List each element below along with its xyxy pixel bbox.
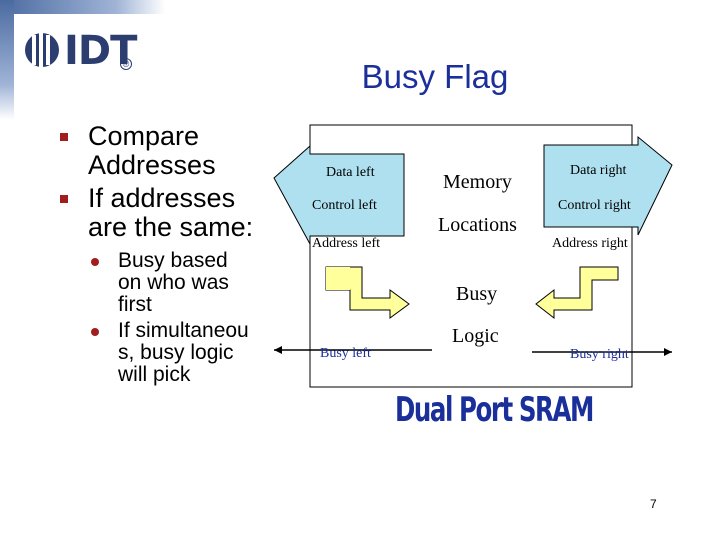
bullet-list: Compare Addresses If addresses are the s… <box>58 122 258 390</box>
address-left-label: Address left <box>312 236 380 251</box>
busy-right-arrowhead <box>664 348 672 356</box>
left-busy-connector <box>326 267 350 290</box>
sub-bullet-item: Busy based on who was first <box>58 250 253 316</box>
busy-left-arrowhead <box>274 346 282 354</box>
dual-port-diagram: Data left Control left Address left Busy… <box>273 124 673 388</box>
round-bullet-icon <box>91 258 99 266</box>
bullet-item: Compare Addresses <box>58 122 258 180</box>
data-right-label: Data right <box>570 163 626 178</box>
sub-bullet-text: If simultaneou s, busy logic will pick <box>118 319 249 386</box>
globe-icon <box>25 33 59 67</box>
right-bus-arrow <box>543 135 673 236</box>
diagram-caption: Dual Port SRAM <box>395 390 594 430</box>
registered-mark: ® <box>120 58 132 70</box>
locations-label: Locations <box>438 214 517 236</box>
bullet-text: Compare Addresses <box>88 121 216 180</box>
sub-bullet-list: Busy based on who was first If simultane… <box>58 250 258 386</box>
busy-logic-label-2: Logic <box>452 325 499 347</box>
busy-left-label: Busy left <box>320 346 371 361</box>
corner-band-top <box>0 0 165 14</box>
busy-right-label: Busy right <box>570 347 629 362</box>
busy-logic-label-1: Busy <box>456 283 497 305</box>
corner-band-left <box>0 0 14 120</box>
address-right-label: Address right <box>552 236 628 251</box>
data-left-label: Data left <box>326 165 375 180</box>
memory-box <box>427 140 537 245</box>
idt-logo: IDT ® <box>22 26 137 76</box>
page-number: 7 <box>650 497 657 511</box>
sub-bullet-text: Busy based on who was first <box>118 249 229 316</box>
slide-title: Busy Flag <box>361 58 509 95</box>
control-left-label: Control left <box>312 198 377 213</box>
bullet-text: If addresses are the same: <box>88 183 254 242</box>
round-bullet-icon <box>91 328 99 336</box>
memory-label: Memory <box>443 171 512 193</box>
control-right-label: Control right <box>558 198 631 213</box>
square-bullet-icon <box>60 133 68 141</box>
square-bullet-icon <box>60 195 68 203</box>
right-address-arrow <box>535 266 619 320</box>
left-bus-arrow <box>273 144 405 245</box>
sub-bullet-item: If simultaneou s, busy logic will pick <box>58 320 253 386</box>
bullet-item: If addresses are the same: <box>58 184 258 242</box>
